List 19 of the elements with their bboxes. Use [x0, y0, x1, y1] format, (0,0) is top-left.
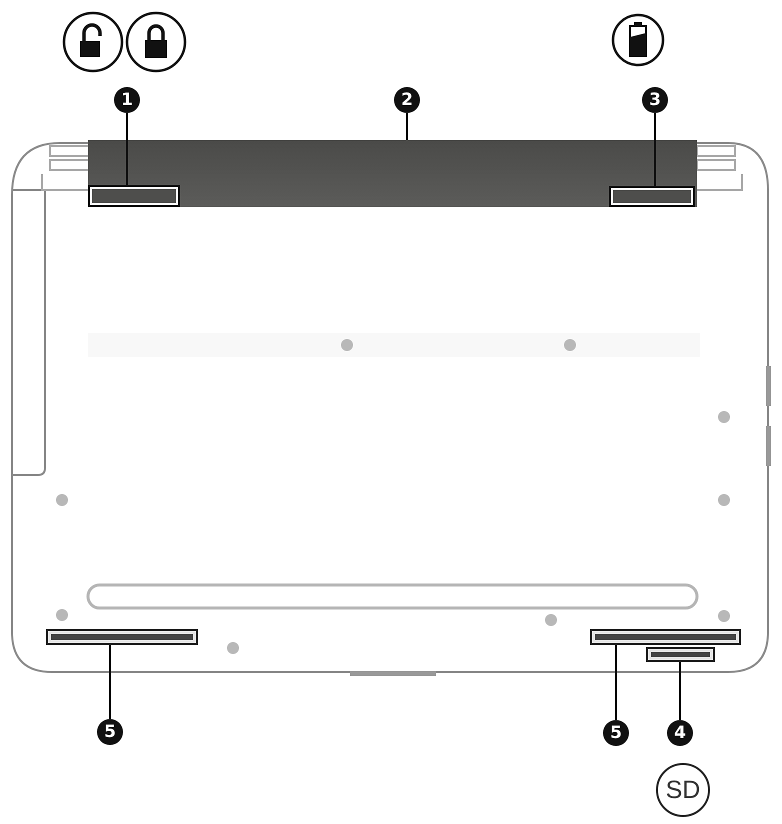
battery-pack — [88, 140, 697, 207]
leader-line — [654, 113, 656, 186]
callout-number: 3 — [642, 87, 668, 113]
leader-line — [406, 113, 408, 140]
leader-line — [126, 113, 128, 185]
leader-line — [679, 662, 681, 720]
callout-number: 5 — [603, 720, 629, 746]
card-slot — [646, 647, 715, 662]
callout-number: 5 — [97, 719, 123, 745]
speaker-grille — [590, 629, 741, 645]
leader-line — [109, 645, 111, 719]
callout-number: 2 — [394, 87, 420, 113]
sd-card-symbol: SD — [656, 763, 710, 817]
battery-latch — [609, 186, 695, 207]
speaker-grille — [46, 629, 198, 645]
leader-line — [615, 645, 617, 720]
callout-number: 4 — [667, 720, 693, 746]
battery-latch — [88, 185, 180, 207]
callout-number: 1 — [114, 87, 140, 113]
